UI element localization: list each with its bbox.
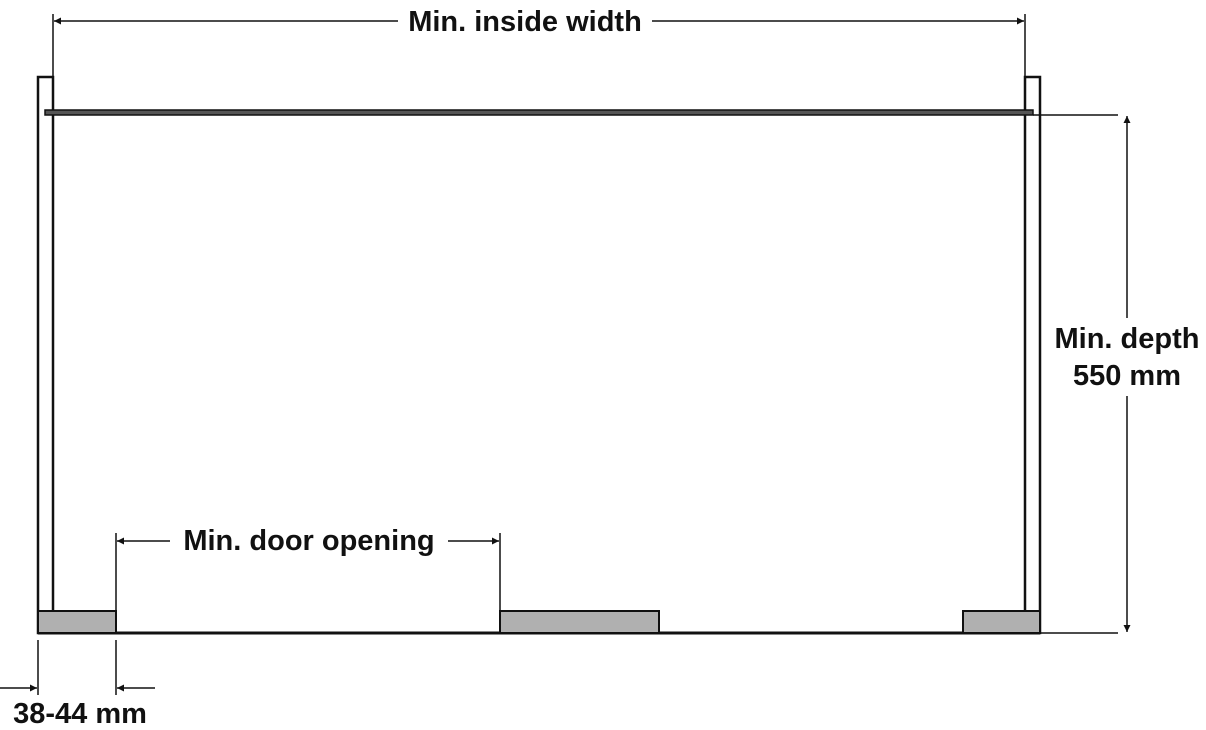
back-rail xyxy=(44,109,1034,116)
right-side-panel xyxy=(1023,75,1042,635)
left-foot-block xyxy=(37,610,117,634)
panel-thickness-label: 38-44 mm xyxy=(13,698,147,730)
right-foot-block xyxy=(962,610,1041,634)
depth-label-line1: Min. depth xyxy=(1055,323,1200,355)
middle-foot-block xyxy=(499,610,660,634)
door-opening-label: Min. door opening xyxy=(183,525,434,557)
depth-label-line2: 550 mm xyxy=(1073,360,1181,392)
inside-width-label: Min. inside width xyxy=(408,6,642,38)
left-side-panel xyxy=(36,75,55,635)
